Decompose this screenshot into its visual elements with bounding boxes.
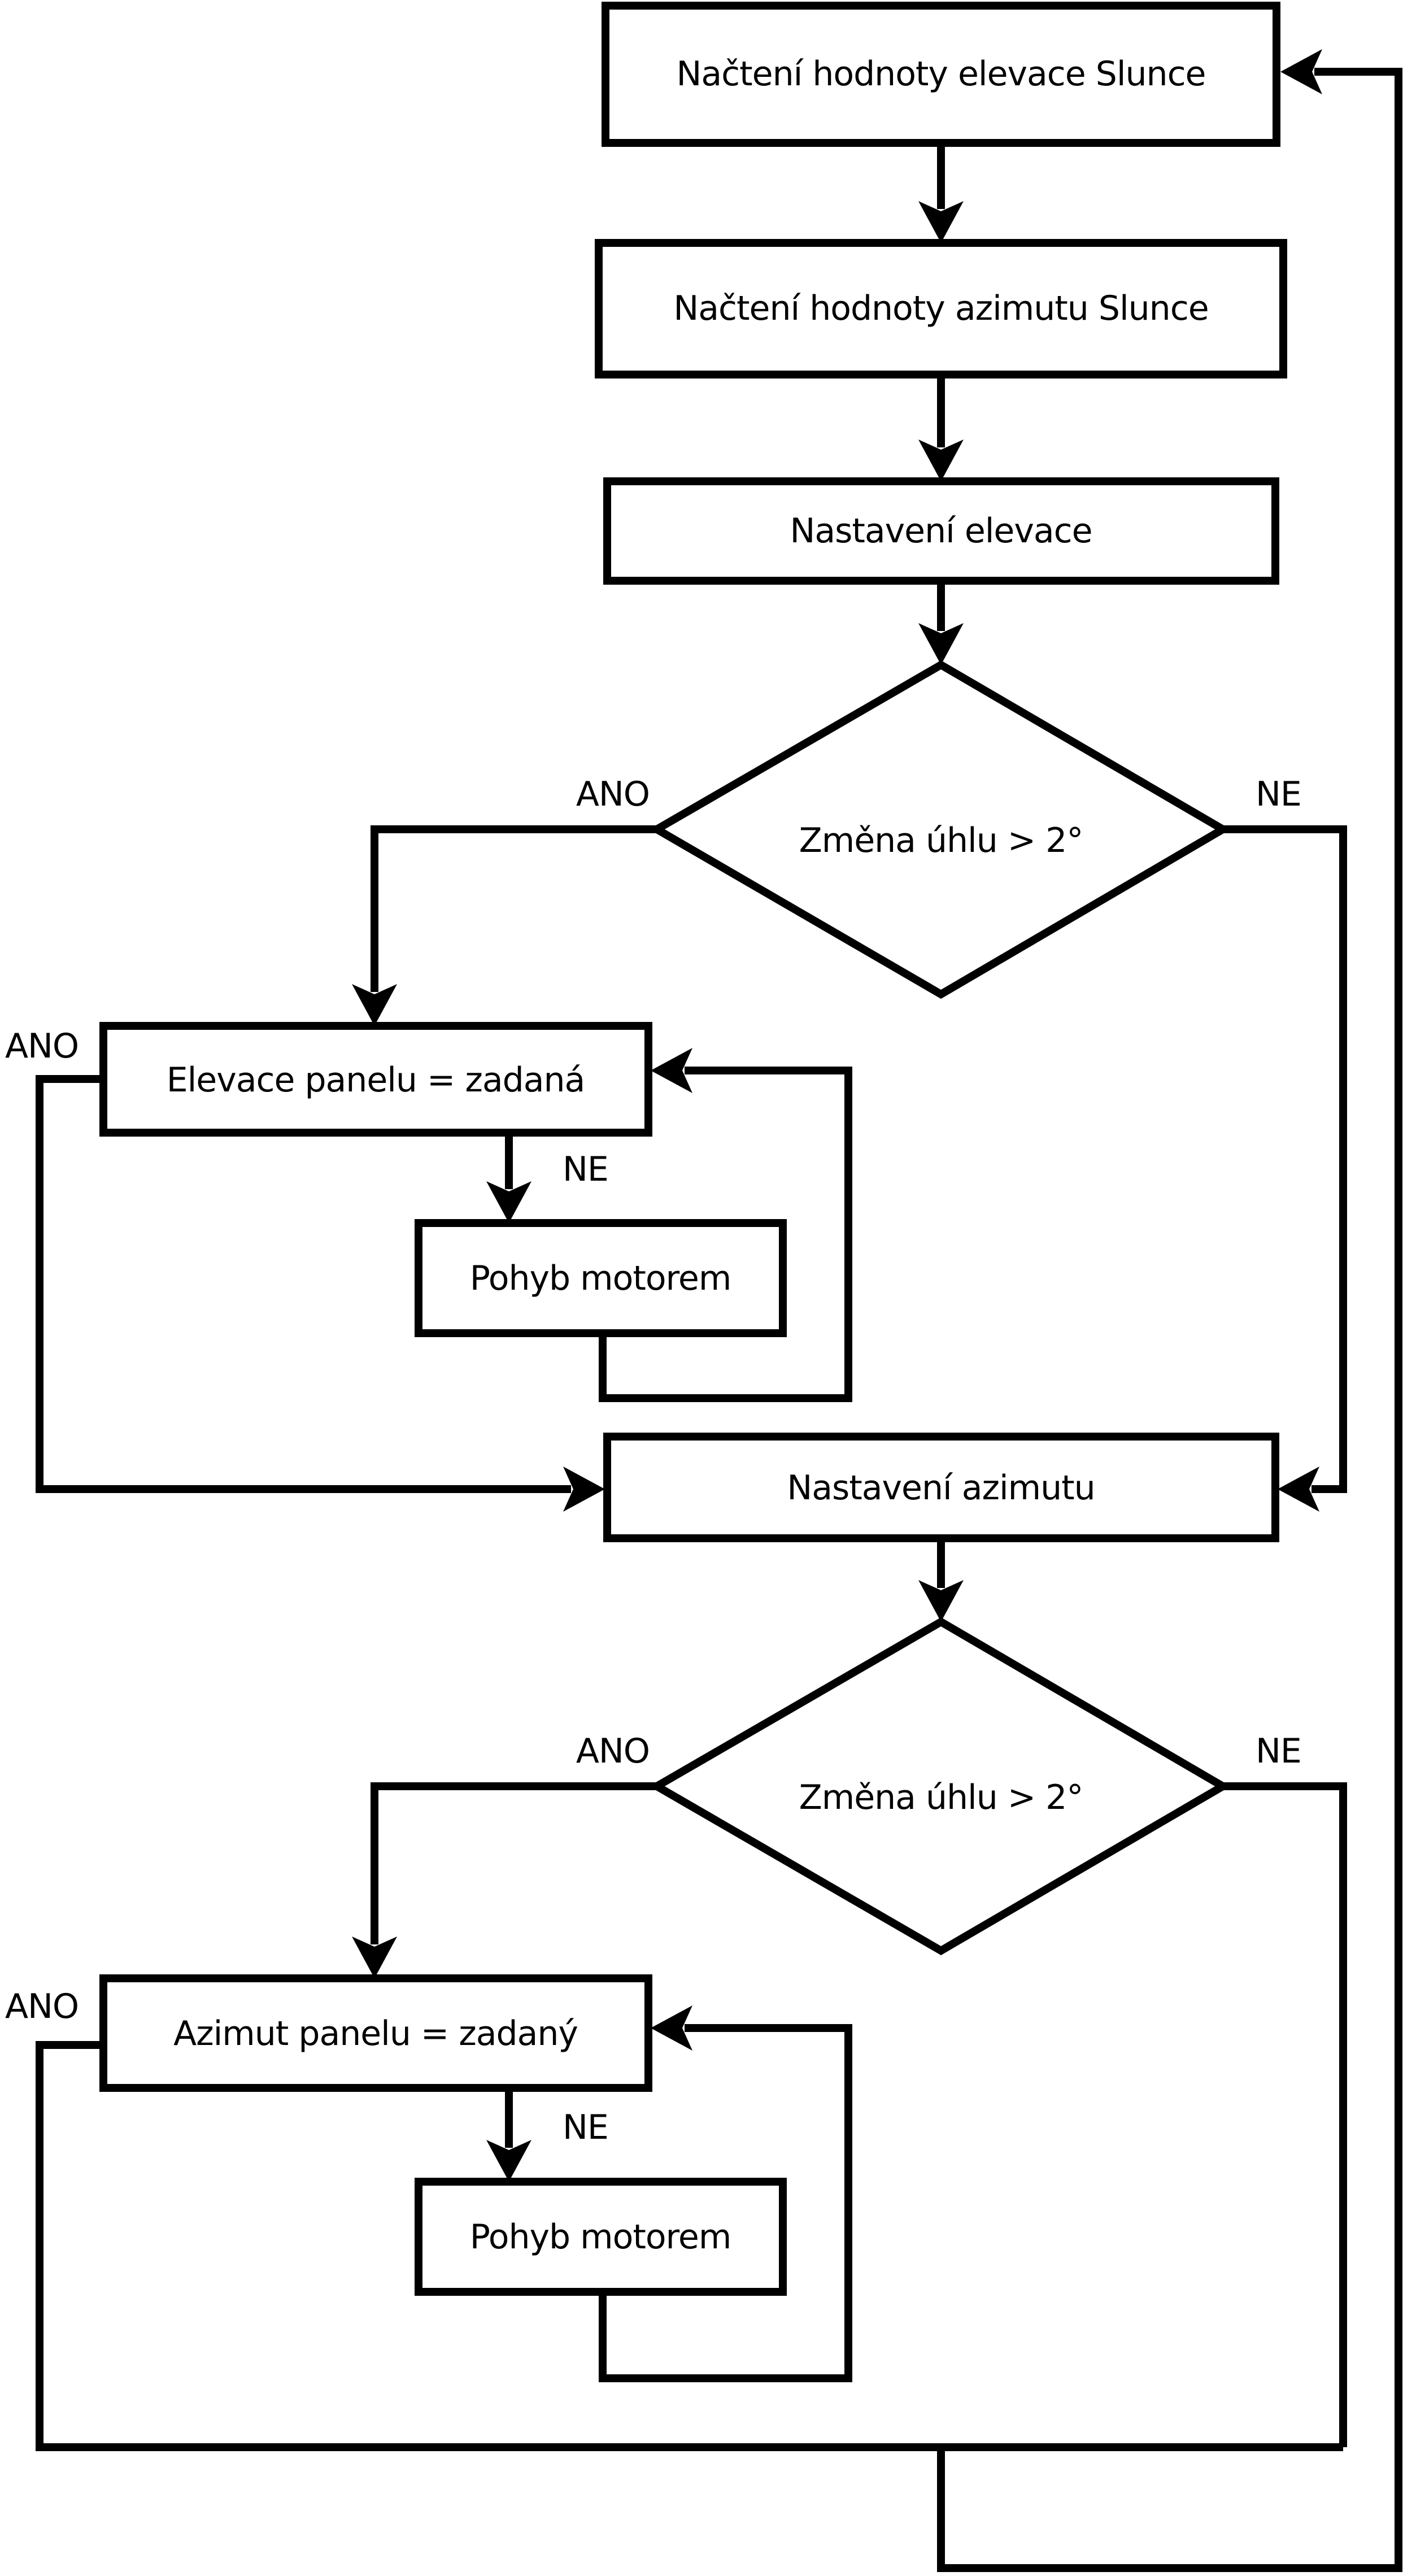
arrowhead-into-load-azimuth <box>918 201 964 243</box>
edge-label-azimuth-done-no: NE <box>563 2108 608 2147</box>
label-load-elevation: Načtení hodnoty elevace Slunce <box>677 54 1206 94</box>
node-azimuth-done <box>99 1974 652 2092</box>
label-elevation-done: Elevace panelu = zadaná <box>167 1060 585 1100</box>
edge-azimuth-motor-loop <box>599 2024 852 2382</box>
edge-azimuth-done-yes-return <box>36 2041 1343 2451</box>
node-elevation-done <box>99 1022 652 1137</box>
node-elevation-check-diamond <box>649 660 1231 999</box>
node-elevation-motor <box>415 1219 787 1337</box>
edge-elevation-done-yes-to-set-azimuth <box>36 1075 571 1493</box>
arrowhead-into-elevation-motor <box>486 1181 531 1223</box>
label-load-azimuth: Načtení hodnoty azimutu Slunce <box>673 289 1208 328</box>
edge-elevation-check-no <box>1223 825 1347 1493</box>
edge-return-to-start <box>937 68 1402 2572</box>
edge-azimuth-check-yes <box>371 1782 657 1944</box>
edge-label-elevation-done-no: NE <box>563 1150 608 1189</box>
arrowhead-into-azimuth-done-top <box>352 1937 397 1978</box>
edge-elevation-motor-loop <box>599 1067 852 1402</box>
arrowhead-into-elevation-done-top <box>352 984 397 1026</box>
arrowhead-into-set-azimuth-right <box>1278 1467 1319 1512</box>
node-azimuth-check-diamond <box>649 1617 1231 1956</box>
arrowhead-into-elevation-done-right <box>651 1048 692 1093</box>
label-set-azimuth: Nastavení azimutu <box>787 1468 1095 1508</box>
edge-azimuth-check-no <box>1223 1782 1347 2447</box>
node-set-elevation <box>603 477 1279 585</box>
label-set-elevation: Nastavení elevace <box>790 511 1092 551</box>
label-azimuth-check: Změna úhlu > 2° <box>799 1778 1083 1817</box>
arrowhead-into-azimuth-motor <box>486 2140 531 2182</box>
arrowhead-into-elevation-check <box>918 623 964 665</box>
arrowhead-into-set-elevation <box>918 440 964 481</box>
arrowhead-into-set-azimuth-left <box>563 1467 605 1512</box>
arrowhead-into-azimuth-check <box>918 1580 964 1622</box>
arrowhead-into-azimuth-done-right <box>651 2005 692 2051</box>
edge-label-azimuth-check-yes: ANO <box>576 1731 650 1771</box>
node-azimuth-motor <box>415 2178 787 2296</box>
edge-elevation-check-yes <box>371 825 657 992</box>
edge-label-elevation-check-yes: ANO <box>576 774 650 814</box>
label-azimuth-done: Azimut panelu = zadaný <box>173 2014 578 2053</box>
edge-label-azimuth-done-yes: ANO <box>5 1987 79 2026</box>
node-set-azimuth <box>603 1433 1279 1542</box>
label-azimuth-motor: Pohyb motorem <box>470 2217 731 2257</box>
node-load-elevation <box>602 2 1280 147</box>
edge-label-elevation-check-no: NE <box>1256 774 1301 814</box>
label-elevation-check: Změna úhlu > 2° <box>799 821 1083 860</box>
label-elevation-motor: Pohyb motorem <box>470 1259 731 1298</box>
arrowhead-into-load-elevation <box>1280 49 1322 94</box>
edge-label-elevation-done-yes: ANO <box>5 1026 79 1066</box>
edge-label-azimuth-check-no: NE <box>1256 1731 1301 1771</box>
